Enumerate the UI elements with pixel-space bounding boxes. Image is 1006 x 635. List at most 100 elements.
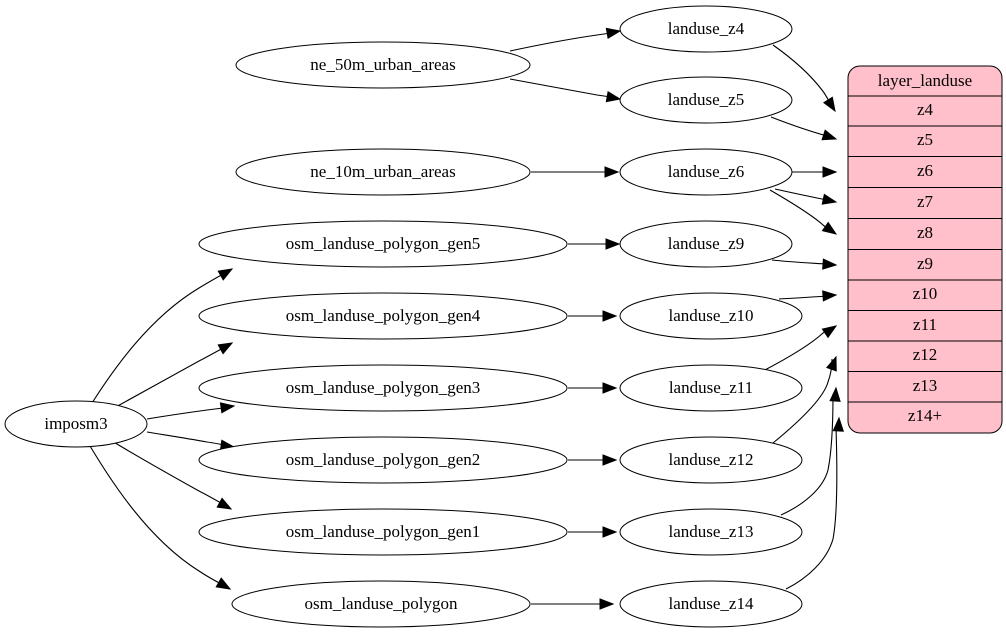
node-label-landuse_z9: landuse_z9 (668, 234, 744, 253)
node-landuse_z12[interactable]: landuse_z12 (619, 436, 803, 484)
arrowhead-ne_10m->landuse_z6 (604, 166, 620, 178)
arrowhead-gen4->landuse_z10 (602, 310, 618, 322)
node-label-ne_10m_urban_areas: ne_10m_urban_areas (310, 162, 455, 181)
arrowhead-gen1->landuse_z13 (602, 526, 618, 538)
arrowhead-landuse_z6->z8 (821, 221, 838, 235)
node-shape-landuse_z4 (619, 5, 793, 53)
node-landuse_z14[interactable]: landuse_z14 (619, 580, 803, 628)
node-osm_landuse_polygon[interactable]: osm_landuse_polygon (231, 580, 531, 628)
node-label-landuse_z12: landuse_z12 (669, 450, 754, 469)
node-landuse_z6[interactable]: landuse_z6 (619, 148, 793, 196)
node-shape-osm_landuse_polygon (231, 580, 531, 628)
node-landuse_z10[interactable]: landuse_z10 (619, 292, 803, 340)
node-label-osm_landuse_polygon_gen1: osm_landuse_polygon_gen1 (286, 522, 481, 541)
table-row-label-z9: z9 (917, 254, 933, 273)
arrowhead-landuse_z10->z10 (822, 290, 838, 302)
node-label-osm_landuse_polygon_gen3: osm_landuse_polygon_gen3 (286, 378, 481, 397)
table-row-label-z5: z5 (917, 130, 933, 149)
node-shape-landuse_z14 (619, 580, 803, 628)
node-label-landuse_z11: landuse_z11 (669, 378, 753, 397)
node-shape-landuse_z11 (619, 364, 803, 412)
node-ne_50m_urban_areas[interactable]: ne_50m_urban_areas (235, 41, 531, 89)
node-label-landuse_z6: landuse_z6 (668, 162, 744, 181)
layer-landuse-table: layer_landusez4z5z6z7z8z9z10z11z12z13z14… (847, 65, 1003, 434)
node-shape-landuse_z6 (619, 148, 793, 196)
node-osm_landuse_polygon_gen5[interactable]: osm_landuse_polygon_gen5 (198, 220, 568, 268)
arrowhead-ne_50m->landuse_z4 (605, 27, 622, 39)
edge-imposm3-to-osm_landuse_polygon_gen3 (146, 406, 232, 420)
table-row-label-z11: z11 (913, 315, 937, 334)
node-landuse_z9[interactable]: landuse_z9 (619, 220, 793, 268)
node-label-osm_landuse_polygon_gen2: osm_landuse_polygon_gen2 (286, 450, 481, 469)
table-row-label-z4: z4 (917, 100, 934, 119)
arrowhead-landuse_z6->z6 (822, 166, 838, 178)
arrowheads-group (215, 27, 845, 610)
node-landuse_z13[interactable]: landuse_z13 (619, 508, 803, 556)
node-label-osm_landuse_polygon: osm_landuse_polygon (305, 594, 458, 613)
arrowhead-landuse_z4->z4 (822, 96, 836, 113)
arrowhead-landuse_z5->z5 (821, 129, 838, 141)
node-shape-landuse_z10 (619, 292, 803, 340)
edge-landuse_z13-to-z13 (780, 393, 834, 516)
node-label-landuse_z14: landuse_z14 (669, 594, 754, 613)
node-shape-osm_landuse_polygon_gen2 (198, 436, 568, 484)
arrowhead-imposm3->osm_landuse_polygon_gen3 (219, 402, 236, 414)
table-layer_landuse[interactable]: layer_landusez4z5z6z7z8z9z10z11z12z13z14… (847, 65, 1003, 434)
node-ne_10m_urban_areas[interactable]: ne_10m_urban_areas (235, 148, 531, 196)
edge-imposm3-to-osm_landuse_polygon_gen1 (111, 440, 229, 508)
arrowhead-landuse_z13->z13 (829, 386, 841, 402)
node-shape-landuse_z5 (619, 76, 793, 124)
arrowhead-imposm3->osm_landuse_polygon (215, 577, 232, 590)
node-shape-ne_10m_urban_areas (235, 148, 531, 196)
node-label-ne_50m_urban_areas: ne_50m_urban_areas (310, 55, 455, 74)
node-osm_landuse_polygon_gen3[interactable]: osm_landuse_polygon_gen3 (198, 364, 568, 412)
arrowhead-imposm3->osm_landuse_polygon_gen1 (216, 497, 233, 510)
node-osm_landuse_polygon_gen1[interactable]: osm_landuse_polygon_gen1 (198, 508, 568, 556)
node-landuse_z5[interactable]: landuse_z5 (619, 76, 793, 124)
node-shape-ne_50m_urban_areas (235, 41, 531, 89)
arrowhead-imposm3->osm_landuse_polygon_gen5 (217, 268, 234, 281)
node-landuse_z11[interactable]: landuse_z11 (619, 364, 803, 412)
edge-imposm3-to-osm_landuse_polygon_gen2 (146, 431, 232, 447)
arrowhead-landuse_z6->z7 (821, 193, 838, 205)
node-osm_landuse_polygon_gen2[interactable]: osm_landuse_polygon_gen2 (198, 436, 568, 484)
arrowhead-landuse_z11->z11 (821, 325, 838, 339)
node-label-osm_landuse_polygon_gen4: osm_landuse_polygon_gen4 (286, 306, 481, 325)
table-row-label-z10: z10 (913, 284, 938, 303)
node-shape-osm_landuse_polygon_gen5 (198, 220, 568, 268)
table-row-label-z6: z6 (917, 161, 933, 180)
table-row-label-z12: z12 (913, 345, 938, 364)
node-label-imposm3: imposm3 (44, 414, 107, 433)
edge-ne_50m_urban_areas-to-landuse_z5 (509, 78, 619, 99)
table-row-label-z8: z8 (917, 223, 933, 242)
arrowhead-gen3->landuse_z11 (602, 382, 618, 394)
node-imposm3[interactable]: imposm3 (4, 400, 148, 448)
table-row-label-z14+: z14+ (908, 406, 942, 425)
arrowhead-landuse_z9->z9 (822, 258, 838, 270)
arrowhead-ne_50m->landuse_z5 (605, 91, 622, 103)
node-osm_landuse_polygon_gen4[interactable]: osm_landuse_polygon_gen4 (198, 292, 568, 340)
node-shape-osm_landuse_polygon_gen1 (198, 508, 568, 556)
node-shape-imposm3 (4, 400, 148, 448)
edge-imposm3-to-osm_landuse_polygon_gen5 (91, 270, 230, 404)
edge-imposm3-to-osm_landuse_polygon (89, 445, 228, 588)
table-row-label-z7: z7 (917, 192, 934, 211)
arrowhead-gen2->landuse_z12 (602, 454, 618, 466)
nodes-group: imposm3 ne_50m_urban_areas ne_10m_urban_ar… (4, 5, 803, 628)
arrowhead-landuse_z12->z12 (826, 355, 837, 372)
node-shape-landuse_z9 (619, 220, 793, 268)
node-label-osm_landuse_polygon_gen5: osm_landuse_polygon_gen5 (286, 234, 481, 253)
edge-ne_50m_urban_areas-to-landuse_z4 (509, 31, 619, 52)
table-row-label-z13: z13 (913, 376, 938, 395)
node-shape-osm_landuse_polygon_gen3 (198, 364, 568, 412)
edge-landuse_z11-to-z11 (762, 326, 833, 372)
node-label-landuse_z5: landuse_z5 (668, 90, 744, 109)
edge-imposm3-to-osm_landuse_polygon_gen4 (113, 344, 230, 409)
node-shape-landuse_z13 (619, 508, 803, 556)
arrowhead-gen5->landuse_z9 (605, 238, 621, 250)
node-landuse_z4[interactable]: landuse_z4 (619, 5, 793, 53)
arrowhead-imposm3->osm_landuse_polygon_gen4 (217, 342, 234, 355)
arrowhead-polygon->landuse_z14 (599, 598, 615, 610)
node-shape-landuse_z12 (619, 436, 803, 484)
